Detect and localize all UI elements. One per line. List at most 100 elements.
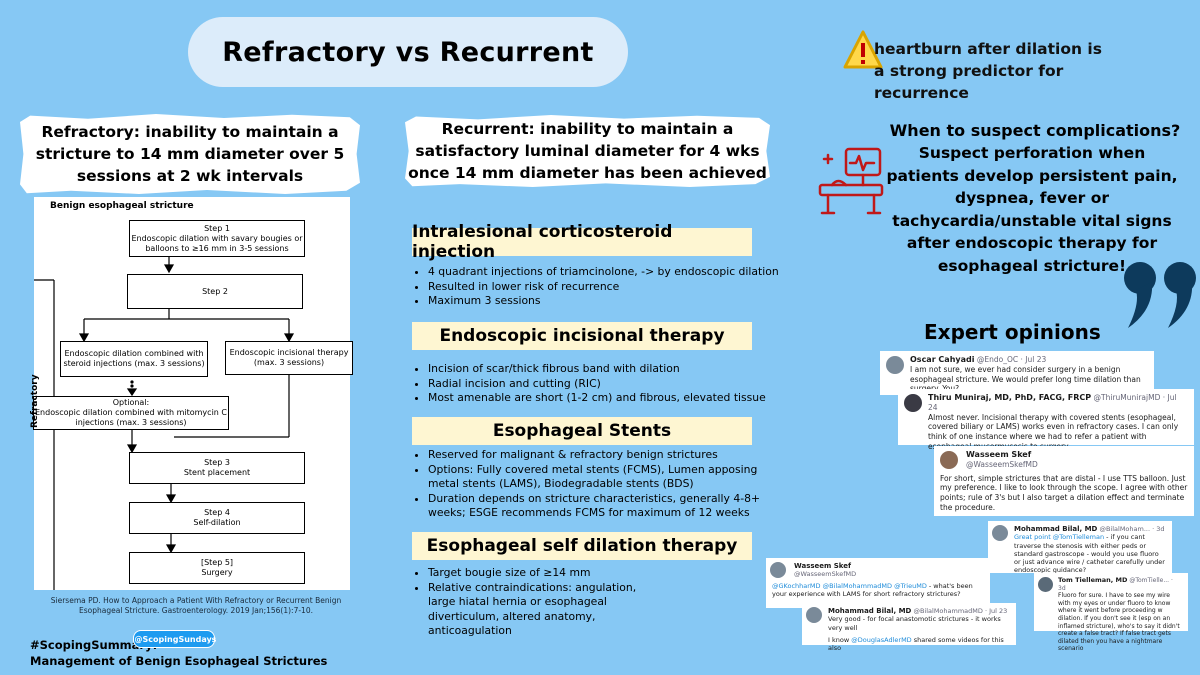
tweet-author: Wasseem Skef [794, 562, 852, 570]
list-item: Relative contraindications: angulation, … [428, 581, 663, 639]
section-list-self-dilation: Target bougie size of ≥14 mm Relative co… [412, 566, 663, 639]
avatar [1038, 577, 1053, 592]
flow-step-3-text: Stent placement [183, 468, 251, 477]
page-title: Refractory vs Recurrent [222, 36, 594, 68]
flow-steroid-box: Endoscopic dilation combined with steroi… [60, 341, 208, 377]
tweet-text: I am not sure, we ever had consider surg… [910, 364, 1141, 394]
list-item: Options: Fully covered metal stents (FCM… [428, 463, 783, 492]
recurrent-definition: Recurrent: inability to maintain a satis… [405, 115, 770, 187]
list-item: Reserved for malignant & refractory beni… [428, 448, 783, 463]
flowchart-connectors [34, 254, 295, 590]
list-item: Target bougie size of ≥14 mm [428, 566, 663, 581]
list-item: Incision of scar/thick fibrous band with… [428, 362, 793, 377]
tweet-mention[interactable]: @GKochharMD @BilalMohammadMD @TrieuMD [772, 581, 927, 590]
tweet-handle: @TomTielle... · 3d [1058, 577, 1173, 592]
complications-text: Suspect perforation when patients develo… [886, 144, 1178, 275]
quote-icon [1124, 262, 1196, 328]
tweet-author: Tom Tielleman, MD [1058, 576, 1128, 584]
tweet-text: - if you cant traverse the stenosis with… [1014, 533, 1165, 575]
flow-step-2-title: Step 2 [202, 286, 228, 296]
list-item: Radial incision and cutting (RIC) [428, 377, 793, 392]
flow-optional-text: Endoscopic dilation combined with mitomy… [34, 408, 227, 427]
footer-subtitle: Management of Benign Esophageal Strictur… [30, 654, 328, 668]
flow-step-4: Step 4 Self-dilation [129, 502, 305, 534]
tweet-card[interactable]: Thiru Muniraj, MD, PhD, FACG, FRCP @Thir… [898, 389, 1194, 451]
list-item: Resulted in lower risk of recurrence [428, 280, 793, 295]
complications-title: When to suspect complications? [889, 121, 1181, 140]
flow-optional-box: Optional: Endoscopic dilation combined w… [33, 396, 229, 430]
tweet-text: Fluoro for sure. I have to see my wire w… [1058, 592, 1180, 653]
tweet-card[interactable]: Wasseem Skef@WasseemSkefMD For short, si… [934, 446, 1194, 516]
list-item: Most amenable are short (1-2 cm) and fib… [428, 391, 793, 406]
section-list-incisional: Incision of scar/thick fibrous band with… [412, 362, 793, 406]
tweet-text: Very good - for focal anastomotic strict… [828, 615, 1001, 632]
avatar [806, 607, 822, 623]
flow-step-5: [Step 5] Surgery [129, 552, 305, 584]
warning-icon [843, 30, 883, 69]
section-header-stents: Esophageal Stents [412, 417, 752, 445]
list-item: Maximum 3 sessions [428, 294, 793, 309]
tweet-author: Wasseem Skef [966, 450, 1032, 459]
tweet-author: Mohammad Bilal, MD [828, 607, 912, 615]
flow-optional-title: Optional: [112, 398, 150, 407]
refractory-definition-text: Refractory: inability to maintain a stri… [35, 123, 345, 185]
expert-opinions-title: Expert opinions [924, 320, 1101, 344]
tweet-card[interactable]: Oscar Cahyadi @Endo_OC · Jul 23 I am not… [880, 351, 1154, 395]
tweet-handle: @BilalMoham... · 3d [1099, 525, 1165, 533]
flow-incisional-box: Endoscopic incisional therapy (max. 3 se… [225, 341, 353, 375]
tweet-card[interactable]: Mohammad Bilal, MD @BilalMohammadMD · Ju… [802, 603, 1016, 652]
list-item: 4 quadrant injections of triamcinolone, … [428, 265, 793, 280]
flow-step-2: Step 2 [127, 274, 303, 309]
tweet-text: For short, simple strictures that are di… [940, 473, 1188, 512]
tweet-author: Thiru Muniraj, MD, PhD, FACG, FRCP [928, 393, 1092, 402]
tweet-handle: @BilalMohammadMD · Jul 23 [913, 607, 1008, 615]
tweet-mention[interactable]: @DouglasAdlerMD [851, 635, 912, 644]
tweet-handle: @Endo_OC · Jul 23 [976, 355, 1047, 364]
flow-steroid-text: Endoscopic dilation combined with steroi… [63, 349, 205, 368]
tweet-text-extra: I know [828, 635, 852, 644]
warning-text: heartburn after dilation is a strong pre… [874, 40, 1102, 102]
flow-step-5-text: Surgery [201, 568, 233, 577]
twitter-handle: @ScopingSundays [134, 634, 217, 644]
flow-step-4-title: Step 4 [204, 508, 230, 517]
avatar [770, 562, 786, 578]
avatar [940, 451, 958, 469]
footer-summary: #ScopingSummary: Management of Benign Es… [30, 637, 327, 669]
section-header-corticosteroid: Intralesional corticosteroid injection [412, 222, 752, 262]
tweet-card[interactable]: Mohammad Bilal, MD @BilalMoham... · 3d G… [988, 521, 1172, 575]
tweet-handle: @WasseemSkefMD [966, 459, 1038, 469]
tweet-author: Mohammad Bilal, MD [1014, 525, 1098, 533]
section-list-stents: Reserved for malignant & refractory beni… [412, 448, 783, 521]
flowchart-side-label: Refractory [30, 374, 40, 428]
tweet-mention[interactable]: Great point @TomTielleman [1014, 533, 1105, 542]
tweet-card[interactable]: Tom Tielleman, MD @TomTielle... · 3d Flu… [1034, 573, 1188, 652]
flowchart-title: Benign esophageal stricture [50, 201, 194, 211]
flow-step-3-title: Step 3 [204, 458, 230, 467]
avatar [886, 356, 904, 374]
section-list-corticosteroid: 4 quadrant injections of triamcinolone, … [412, 265, 793, 309]
flow-step-1-title: Step 1 [204, 223, 230, 233]
tweet-text-extra: shared some videos for this also [828, 635, 1004, 653]
tweet-handle: @ThiruMunirajMD · Jul 24 [928, 393, 1177, 412]
flow-step-1-text: Endoscopic dilation with savary bougies … [131, 233, 303, 253]
list-item: Duration depends on stricture characteri… [428, 492, 783, 521]
section-header-self-dilation: Esophageal self dilation therapy [412, 532, 752, 560]
twitter-badge[interactable]: @ScopingSundays [133, 630, 217, 648]
tweet-card[interactable]: Wasseem Skef@WasseemSkefMD @GKochharMD @… [766, 558, 990, 608]
tweet-handle: @WasseemSkefMD [794, 570, 857, 579]
flow-step-4-text: Self-dilation [193, 518, 241, 527]
avatar [992, 525, 1008, 541]
footer-hashtag: #ScopingSummary: [30, 638, 158, 652]
flow-step-1: Step 1 Endoscopic dilation with savary b… [129, 220, 305, 257]
avatar [904, 394, 922, 412]
recurrent-definition-text: Recurrent: inability to maintain a satis… [408, 120, 767, 182]
title-pill: Refractory vs Recurrent [188, 17, 628, 87]
figure-citation: Siersema PD. How to Approach a Patient W… [50, 596, 342, 615]
refractory-definition: Refractory: inability to maintain a stri… [20, 114, 360, 194]
hospital-monitor-icon [818, 147, 884, 215]
flow-step-5-title: [Step 5] [200, 558, 234, 567]
flow-incisional-text: Endoscopic incisional therapy (max. 3 se… [229, 348, 349, 367]
section-header-incisional: Endoscopic incisional therapy [412, 322, 752, 350]
tweet-text: - what's been your experience with LAMS … [772, 581, 973, 598]
tweet-author: Oscar Cahyadi [910, 355, 975, 364]
